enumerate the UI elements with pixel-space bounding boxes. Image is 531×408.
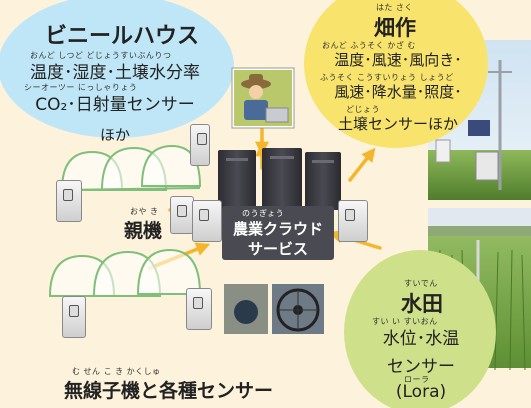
field-line3: 土壌センサーほか xyxy=(337,115,458,133)
farmer-illustration xyxy=(231,67,295,129)
bottom-caption: 無線子機と各種センサー xyxy=(64,380,274,402)
vinyl-house-line2-ruby: シーオーツー にっしゃりょう xyxy=(24,83,138,92)
greenhouse-bottom xyxy=(48,248,202,297)
cloud-label-line1: 農業クラウド xyxy=(232,220,323,238)
sensor-device-5 xyxy=(186,288,212,330)
field-line3-ruby: どじょう xyxy=(346,105,380,114)
vinyl-house-line3: ほか xyxy=(99,126,130,144)
vinyl-house-line1: 温度･湿度･土壌水分率 xyxy=(30,63,200,83)
paddy-line2: センサー xyxy=(387,357,455,377)
cloud-label-box xyxy=(222,206,334,260)
field-bubble xyxy=(304,0,488,148)
sensor-photos xyxy=(224,284,324,334)
field-line1: 温度･風速･風向き･ xyxy=(334,51,462,69)
sensor-device-4 xyxy=(62,296,86,338)
vinyl-house-line1-ruby: おんど しつど どじょうすいぶんりつ xyxy=(30,51,172,60)
field-title-ruby: はた さく xyxy=(376,3,413,12)
parent-unit-ruby: おや き xyxy=(130,207,159,216)
sensor-device-2 xyxy=(56,180,82,222)
sensor-device-3 xyxy=(170,196,194,234)
field-line2: 風速･降水量･照度･ xyxy=(334,83,462,101)
field-line1-ruby: おんど ふうそく かざ む xyxy=(322,41,416,50)
paddy-bubble xyxy=(344,250,496,408)
parent-unit-device-right xyxy=(338,200,368,242)
cloud-label-line2: サービス xyxy=(247,240,308,258)
paddy-line1: 水位･水温 xyxy=(382,329,460,349)
vinyl-house-title: ビニールハウス xyxy=(44,24,199,49)
field-title: 畑作 xyxy=(374,16,416,40)
paddy-title: 水田 xyxy=(401,292,443,316)
parent-unit-device xyxy=(192,200,222,242)
sensor-device-1 xyxy=(190,124,210,166)
paddy-line3: (Lora) xyxy=(395,382,447,402)
cloud-ruby: のうぎょう xyxy=(242,209,285,218)
paddy-line3-ruby: ローラ xyxy=(404,375,430,384)
paddy-title-ruby: すいでん xyxy=(404,279,438,288)
parent-unit-label: 親機 xyxy=(124,220,163,242)
paddy-line1-ruby: すい い すいおん xyxy=(372,317,438,326)
greenhouse-top xyxy=(60,144,202,191)
vinyl-house-line2: CO₂･日射量センサー xyxy=(35,95,195,115)
bottom-caption-ruby: む せん こ き かくしゅ xyxy=(72,367,161,376)
cloud-servers-image xyxy=(218,148,341,210)
field-line2-ruby: ふうそく こうすいりょう しょうど xyxy=(320,73,454,82)
vinyl-house-bubble xyxy=(0,0,234,138)
